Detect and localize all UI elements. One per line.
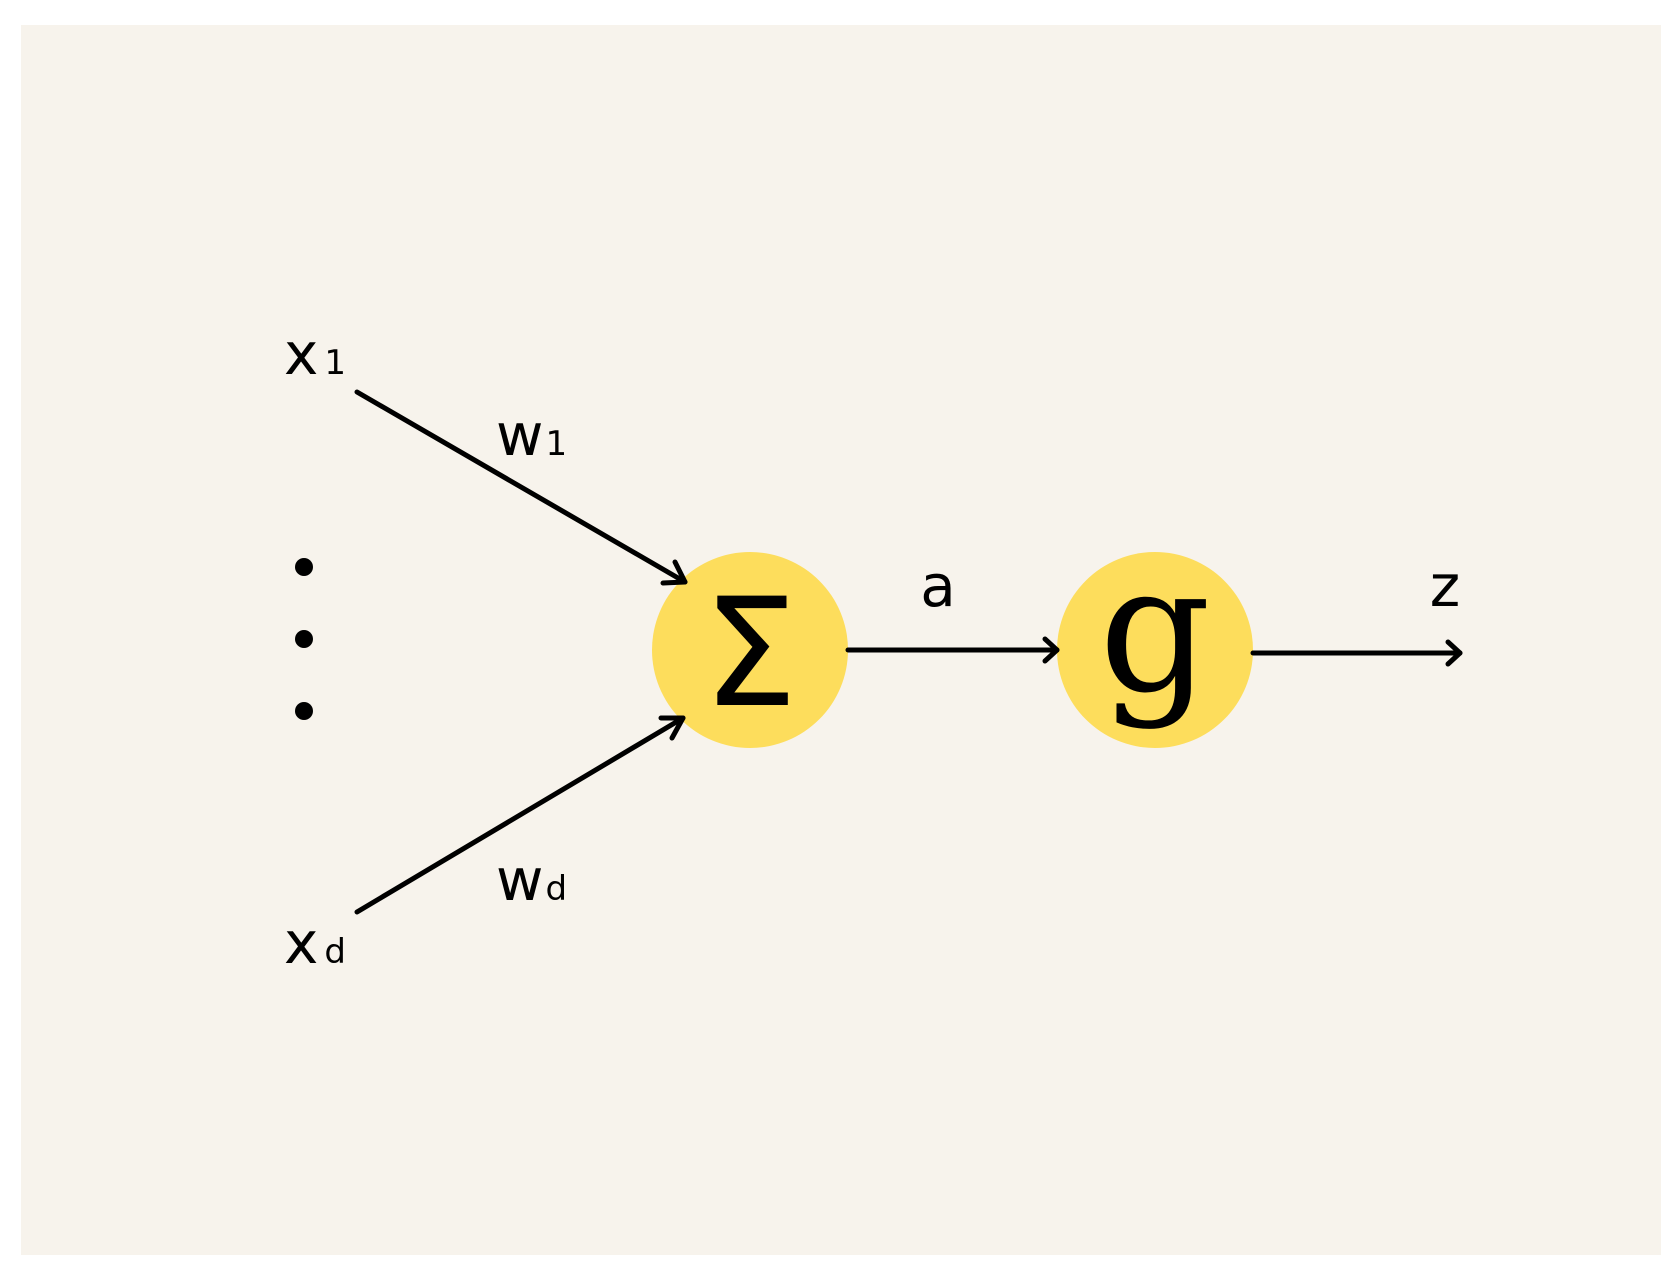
weight-label-wd: wd xyxy=(496,846,567,914)
edge-x1-to-sum xyxy=(354,389,688,585)
weight-label-w1-subscript: 1 xyxy=(545,424,567,464)
arrowhead-x1-edge xyxy=(660,559,688,586)
weight-label-wd-subscript: d xyxy=(545,869,567,909)
arrowhead-xd-edge xyxy=(658,715,686,741)
arrowhead-output-edge xyxy=(1445,639,1463,667)
ellipsis-dot xyxy=(295,702,313,720)
edge-label-z: z xyxy=(1430,552,1460,620)
weight-label-wd-base: w xyxy=(496,846,543,914)
input-ellipsis xyxy=(295,558,313,720)
input-label-xd-subscript: d xyxy=(324,932,346,972)
activation-node xyxy=(1057,552,1253,748)
ellipsis-dot xyxy=(295,630,313,648)
arrowhead-activation-edge xyxy=(1042,636,1060,664)
weight-label-w1: w1 xyxy=(496,401,567,469)
edge-xd-to-sum xyxy=(354,715,686,915)
activation-symbol: g xyxy=(1099,529,1211,732)
input-label-x1-subscript: 1 xyxy=(324,343,346,383)
input-label-xd-base: x xyxy=(284,909,318,977)
sum-node xyxy=(652,552,848,748)
sum-symbol: Σ xyxy=(703,567,798,741)
ellipsis-dot xyxy=(295,558,313,576)
edge-label-a: a xyxy=(920,552,956,620)
input-label-x1-base: x xyxy=(284,320,318,388)
weight-label-w1-base: w xyxy=(496,401,543,469)
